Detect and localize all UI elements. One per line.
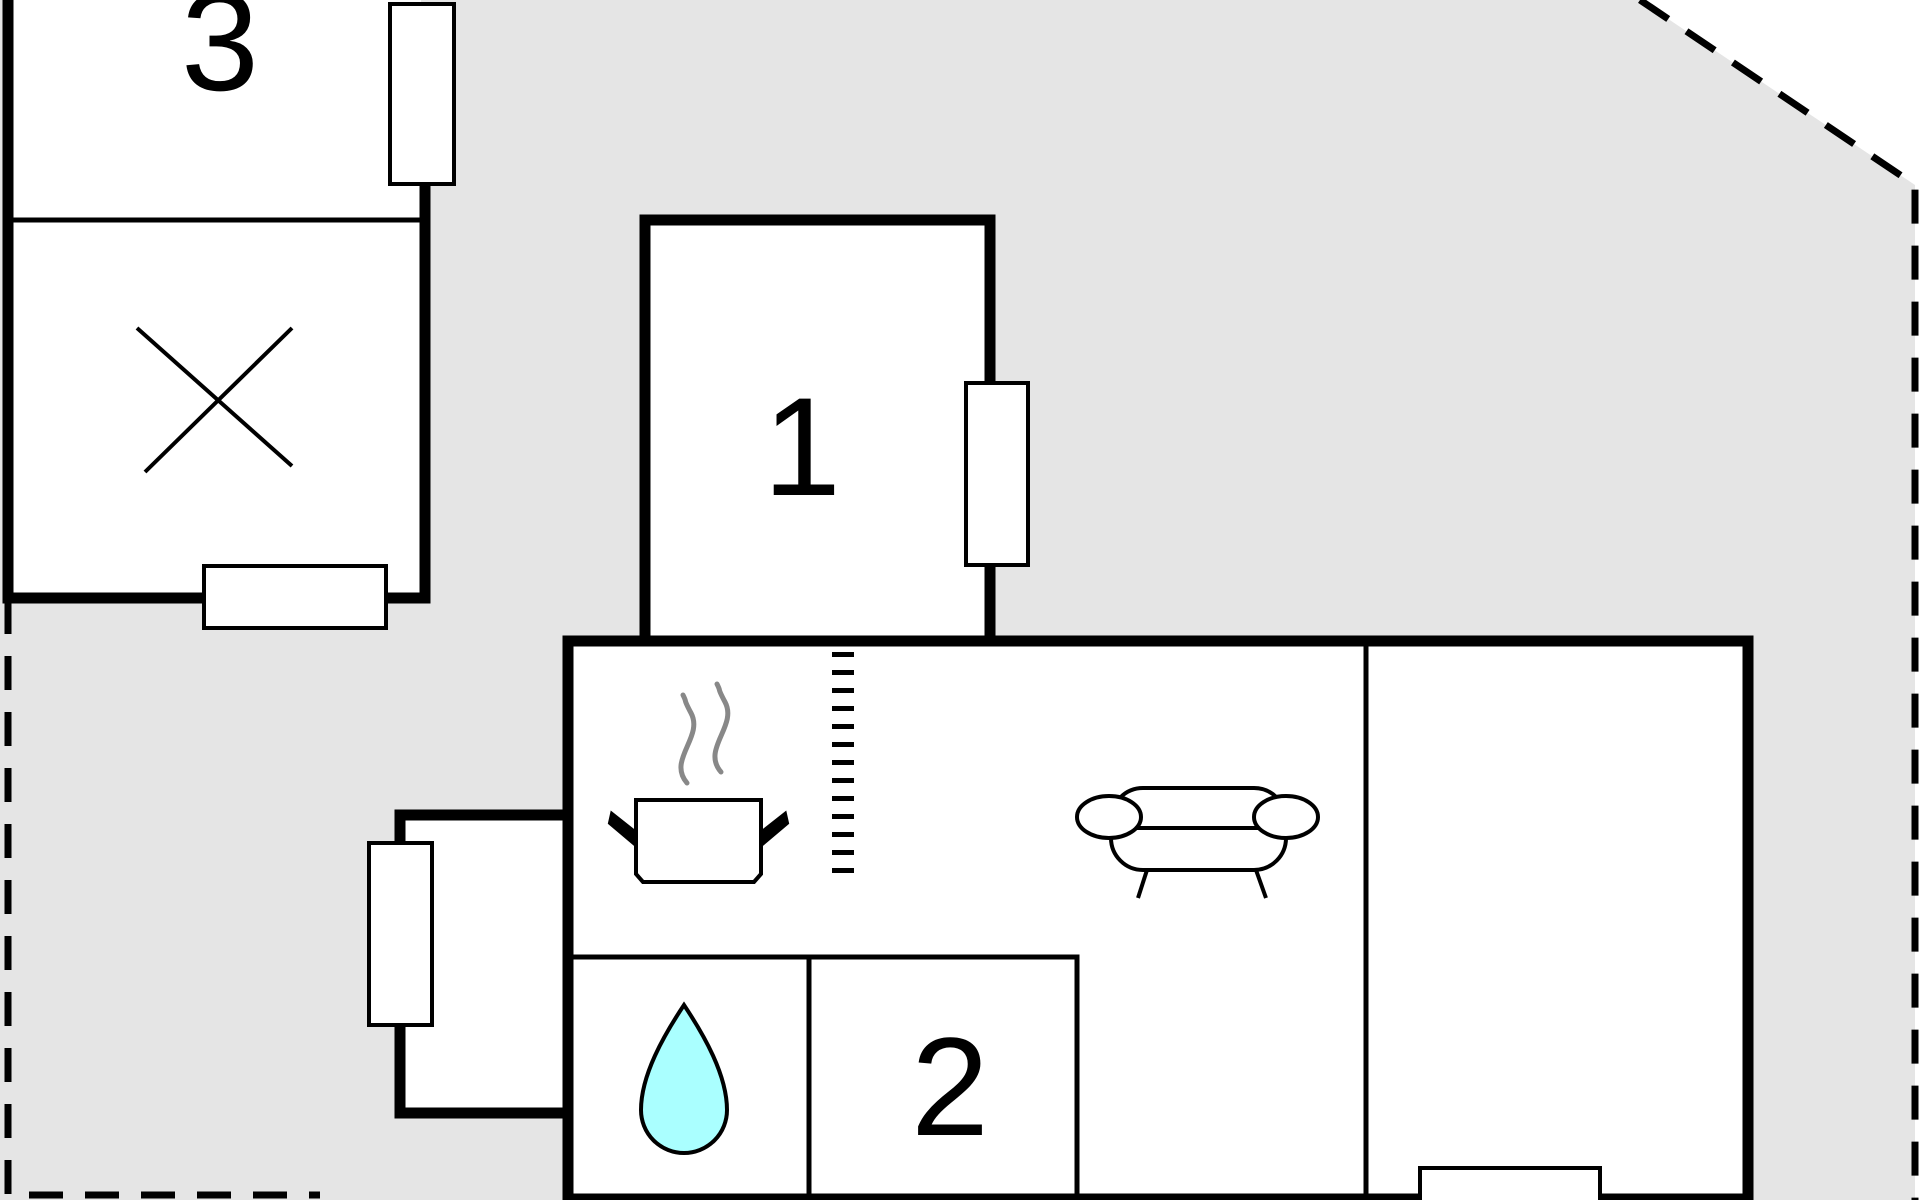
bedroom-1: 1	[645, 220, 990, 640]
sofa-icon	[1075, 786, 1320, 899]
window	[1418, 1166, 1602, 1200]
room-label-2: 2	[911, 1008, 989, 1165]
storage-room	[8, 220, 421, 598]
water-drop-icon	[638, 1001, 730, 1155]
main-interior	[568, 641, 1748, 1200]
x-cross-icon	[135, 326, 294, 474]
interior-wall	[568, 954, 1080, 1200]
window	[964, 381, 1030, 567]
cooking-pot-icon	[607, 681, 790, 884]
room-label-1: 1	[763, 368, 841, 525]
terrace-boundary	[1638, 0, 1919, 1200]
window	[388, 2, 456, 186]
room-label-3: 3	[181, 0, 259, 120]
window	[202, 564, 388, 630]
window	[367, 841, 434, 1027]
bedroom-3: 3	[8, 0, 421, 220]
terrace-boundary-left	[4, 600, 320, 1199]
outer-wall	[562, 635, 1754, 1200]
